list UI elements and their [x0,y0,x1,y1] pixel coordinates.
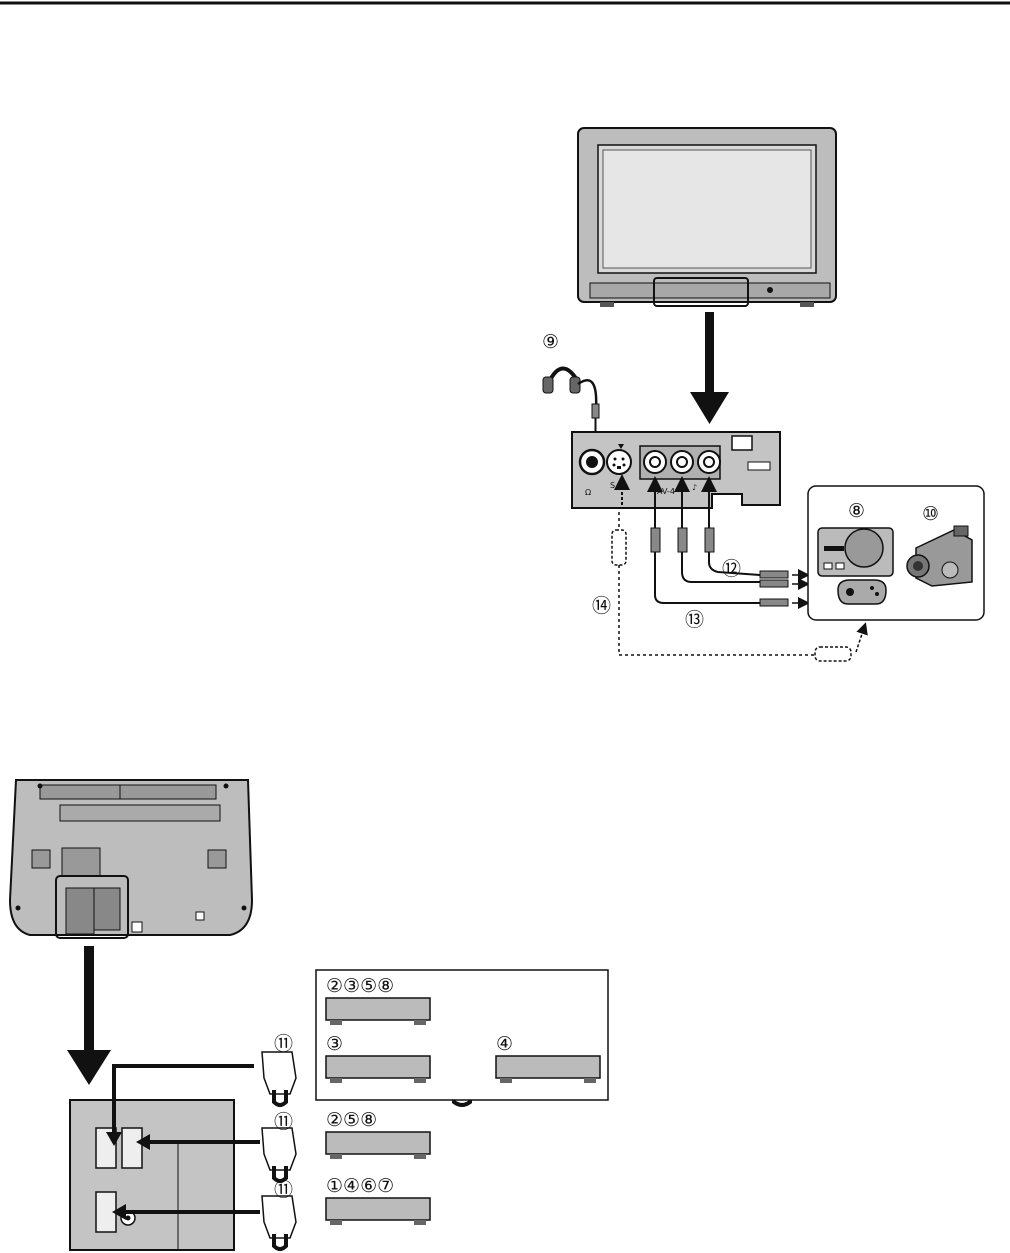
scart-plug-top [262,1052,296,1105]
camcorder-label: ⑩ [922,503,939,525]
box-row2-left-label: ③ [326,1033,343,1055]
audio-note-label: ♪ [692,483,697,492]
av4-label: AV-4 [657,487,675,496]
scart-plug-bottom [262,1196,296,1249]
rear-scart-panel [70,1100,234,1250]
rear-down-arrow [67,946,111,1085]
video-cable-label: ⑬ [685,609,704,631]
audio-cable-label: ⑫ [722,558,741,580]
scart-bottom-label: ⑪ [274,1179,293,1201]
game-console-icon [818,528,893,576]
box-row1-label: ②③⑤⑧ [326,975,394,997]
gamepad-icon [838,580,886,604]
box-row2-right-label: ④ [496,1033,513,1055]
front-down-arrow [690,312,729,424]
game-console-label: ⑧ [848,500,865,522]
tv-front [578,128,836,307]
headphones-label: ⑨ [542,331,559,353]
headphone-jack-symbol: Ω [585,488,591,497]
row-middle-label: ②⑤⑧ [326,1109,377,1131]
row-bottom-label: ①④⑥⑦ [326,1175,394,1197]
scart-plug-middle [262,1128,296,1181]
tv-rear [10,780,252,938]
s-video-cable-label: ⑭ [592,595,611,617]
front-av-panel [572,432,780,508]
scart-middle-label: ⑪ [274,1111,293,1133]
device-box-bottom [326,1198,430,1225]
scart-top-label: ⑪ [274,1033,293,1055]
device-box-middle [326,1132,430,1159]
s-video-label: S [610,481,615,490]
